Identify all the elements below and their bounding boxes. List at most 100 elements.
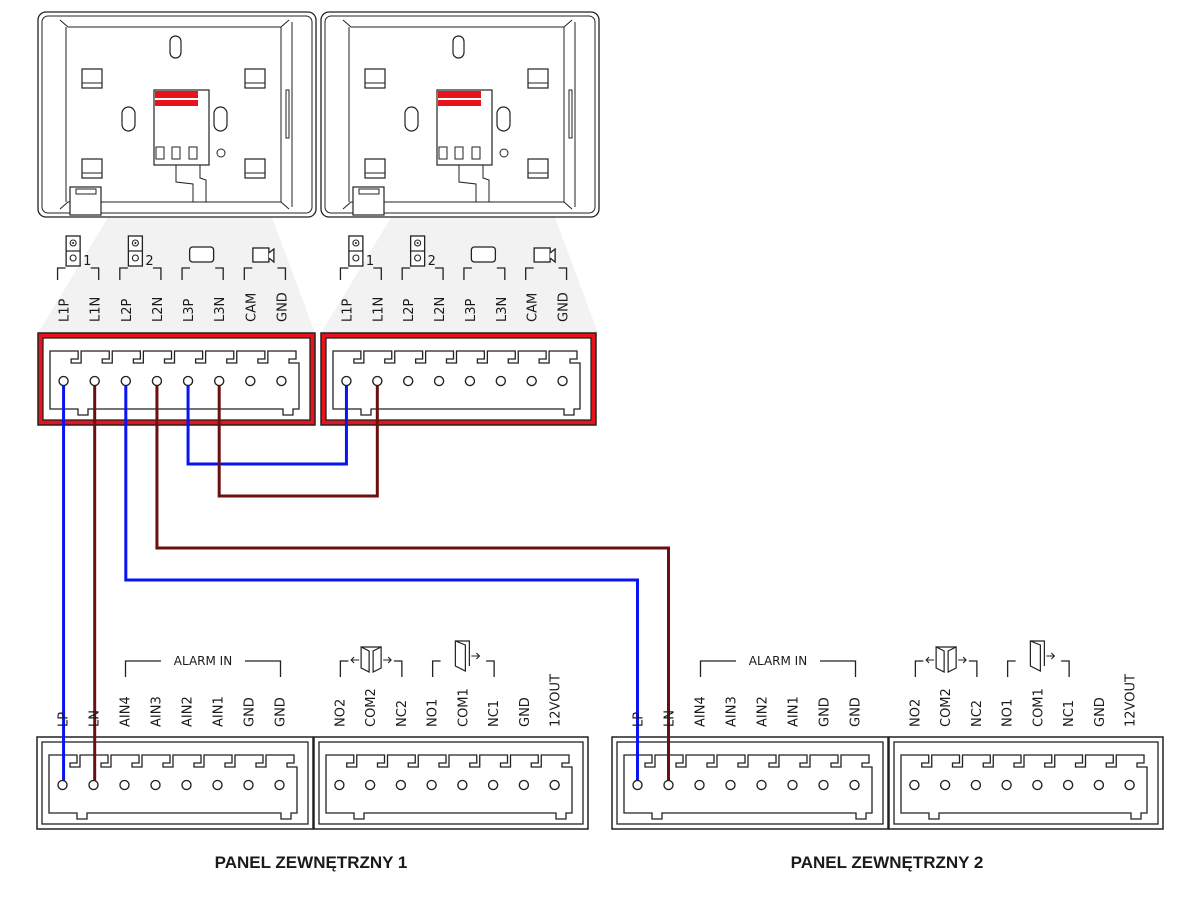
plate-bevel-bottom bbox=[342, 201, 573, 210]
camera-icon bbox=[533, 247, 556, 264]
double-door-leaves bbox=[935, 646, 957, 673]
double-door-arrows bbox=[925, 656, 967, 664]
single-door-arrow bbox=[1046, 652, 1056, 660]
terminal-pin-top bbox=[426, 779, 437, 791]
terminal-label: AIN4 bbox=[119, 696, 134, 727]
panel-icon-button bbox=[414, 254, 422, 262]
terminal-label: L1P bbox=[340, 298, 355, 322]
terminal-pin-top bbox=[1001, 779, 1012, 791]
connector-housing bbox=[41, 741, 309, 825]
rj45-jack-latch bbox=[358, 188, 380, 195]
mount-slot bbox=[121, 106, 136, 132]
double-door-leaves bbox=[360, 646, 382, 673]
connector-housing bbox=[616, 741, 884, 825]
terminal-label: L1N bbox=[371, 297, 386, 322]
monitor-icon-screen bbox=[470, 246, 497, 263]
panel-number: 2 bbox=[428, 254, 436, 269]
terminal-pin-top bbox=[756, 779, 767, 791]
terminal-pin-top bbox=[120, 375, 131, 387]
terminal-pin-top bbox=[1124, 779, 1135, 791]
outdoor-panel-icon: 1 bbox=[65, 235, 91, 269]
terminal-label: AIN2 bbox=[181, 696, 196, 727]
terminal-pin-top bbox=[725, 779, 736, 791]
double-door-icon bbox=[925, 646, 967, 673]
panel-icon-lens bbox=[72, 242, 75, 244]
connector-housing bbox=[325, 337, 592, 421]
plate-bevel-top bbox=[59, 19, 290, 28]
terminal-pin-top bbox=[334, 779, 345, 791]
terminal-label: COM1 bbox=[456, 688, 471, 727]
group-bracket bbox=[56, 267, 100, 280]
alarm-in-bracket bbox=[699, 660, 857, 677]
terminal-label: GND bbox=[818, 697, 833, 727]
connector-body bbox=[900, 754, 1148, 820]
terminal-pin-top bbox=[1093, 779, 1105, 791]
mount-clip bbox=[364, 158, 386, 179]
outdoor-panel-icon: 2 bbox=[127, 235, 154, 269]
terminal-pin-top bbox=[57, 779, 68, 791]
single-door-icon bbox=[1029, 640, 1056, 672]
terminal-label: NC2 bbox=[395, 700, 410, 727]
wires bbox=[57, 375, 1135, 791]
mount-clip bbox=[81, 68, 103, 89]
mount-clip bbox=[244, 68, 266, 89]
panel-1-connector-left bbox=[36, 736, 314, 830]
board-component bbox=[471, 146, 481, 160]
panel-2-connector-left bbox=[611, 736, 889, 830]
terminal-label: NO2 bbox=[908, 699, 923, 727]
terminal-label: GND bbox=[1093, 697, 1108, 727]
terminal-label: NO2 bbox=[333, 699, 348, 727]
terminal-pin-top bbox=[214, 375, 225, 387]
mount-clip bbox=[527, 158, 549, 179]
connector-body bbox=[332, 350, 581, 416]
terminal-pin-top bbox=[457, 779, 468, 791]
terminal-label: GND bbox=[557, 292, 572, 322]
terminal-pin-top bbox=[487, 779, 499, 791]
group-bracket bbox=[463, 267, 506, 280]
terminal-pin-top bbox=[433, 375, 445, 387]
mount-clip bbox=[244, 158, 266, 179]
terminal-pin-top bbox=[119, 779, 130, 791]
panel-title: PANEL ZEWNĘTRZNY 2 bbox=[791, 853, 984, 872]
outdoor-panel-icon: 1 bbox=[348, 235, 374, 269]
panel-2-connector-right bbox=[888, 736, 1164, 830]
terminal-pin-top bbox=[89, 375, 100, 387]
board-cable bbox=[458, 165, 490, 203]
rj45-jack-latch bbox=[75, 188, 97, 195]
terminal-pin-top bbox=[245, 375, 256, 387]
group-bracket bbox=[339, 267, 382, 280]
terminal-pin-top bbox=[372, 375, 383, 387]
terminal-pin-top bbox=[274, 779, 285, 791]
screw-hole bbox=[216, 148, 226, 158]
outdoor-panel-icon: 2 bbox=[409, 235, 436, 269]
terminal-label: NO1 bbox=[1001, 699, 1016, 727]
terminal-pin-top bbox=[632, 779, 643, 791]
connector-housing bbox=[893, 741, 1159, 825]
terminal-label: AIN2 bbox=[756, 696, 771, 727]
group-bracket bbox=[243, 267, 287, 280]
mount-clip bbox=[527, 68, 549, 89]
terminal-label: NC1 bbox=[1062, 700, 1077, 727]
terminal-label: LP bbox=[57, 712, 72, 727]
terminal-label: AIN4 bbox=[694, 696, 709, 727]
terminal-pin-top bbox=[181, 779, 192, 791]
panel-icon-button bbox=[352, 254, 360, 262]
terminal-pin-top bbox=[495, 375, 506, 387]
terminal-pin-top bbox=[341, 375, 352, 387]
terminal-label: LN bbox=[88, 710, 103, 727]
terminal-pin-top bbox=[276, 375, 287, 387]
terminal-pin-top bbox=[970, 779, 982, 791]
wire-m1-l3p-to-m2-l1p bbox=[186, 381, 348, 466]
plate-inner-outline bbox=[324, 15, 596, 214]
relay-bracket bbox=[431, 660, 495, 677]
terminal-pin-top bbox=[939, 779, 951, 791]
monitor-icon bbox=[470, 246, 497, 263]
terminal-pin-top bbox=[909, 779, 920, 791]
terminal-pin-top bbox=[549, 779, 560, 791]
board-component bbox=[171, 146, 181, 160]
terminal-label: LN bbox=[663, 710, 678, 727]
terminal-label: AIN3 bbox=[150, 696, 165, 727]
terminal-label: L3N bbox=[213, 297, 228, 322]
camera-icon-lens bbox=[549, 247, 556, 264]
